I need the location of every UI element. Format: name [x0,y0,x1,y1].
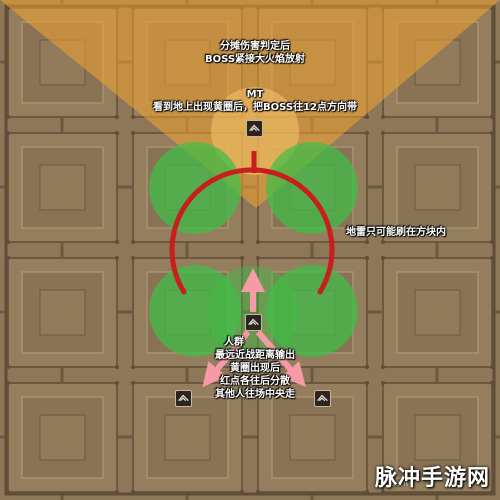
crowd-line-3: 红点各往后分散 [220,376,290,387]
mine-note: 地雷只可能刷在方块内 [346,227,446,238]
arrow-down-right [255,330,306,388]
crowd-title: 人群 [224,337,244,348]
player-icon-left [175,390,192,407]
crowd-line-1: 最远近战距离输出 [215,350,295,361]
mt-desc: 看到地上出现黄圈后，把BOSS往12点方向带 [153,102,357,113]
green-circle-upper-left [149,142,241,234]
green-circle-upper-right [266,142,358,234]
top-line-2: BOSS紧接大火焰放射 [204,54,306,65]
player-icon-right [314,390,331,407]
mt-title: MT [246,89,264,100]
player-icon-center [245,314,262,331]
arrow-down-left [202,330,251,388]
crowd-line-2: 黄圈出现后 [230,363,280,374]
top-label: 分摊伤害判定后 BOSS紧接大火焰放射 [190,40,320,66]
boss-icon [246,120,263,137]
watermark: 脉冲手游网 [374,466,490,491]
crowd-label: 人群 最远近战距离输出 黄圈出现后 红点各往后分散 其他人往场中央走 [190,336,320,401]
top-line-1: 分摊伤害判定后 [220,41,290,52]
crowd-line-4: 其他人往场中央走 [215,389,295,400]
pink-arrows [202,268,306,388]
green-circle-lower-right [266,265,358,357]
watermark-sub: com [390,479,408,488]
mt-label: MT 看到地上出现黄圈后，把BOSS往12点方向带 [130,88,380,114]
green-circle-lower-left [149,265,241,357]
